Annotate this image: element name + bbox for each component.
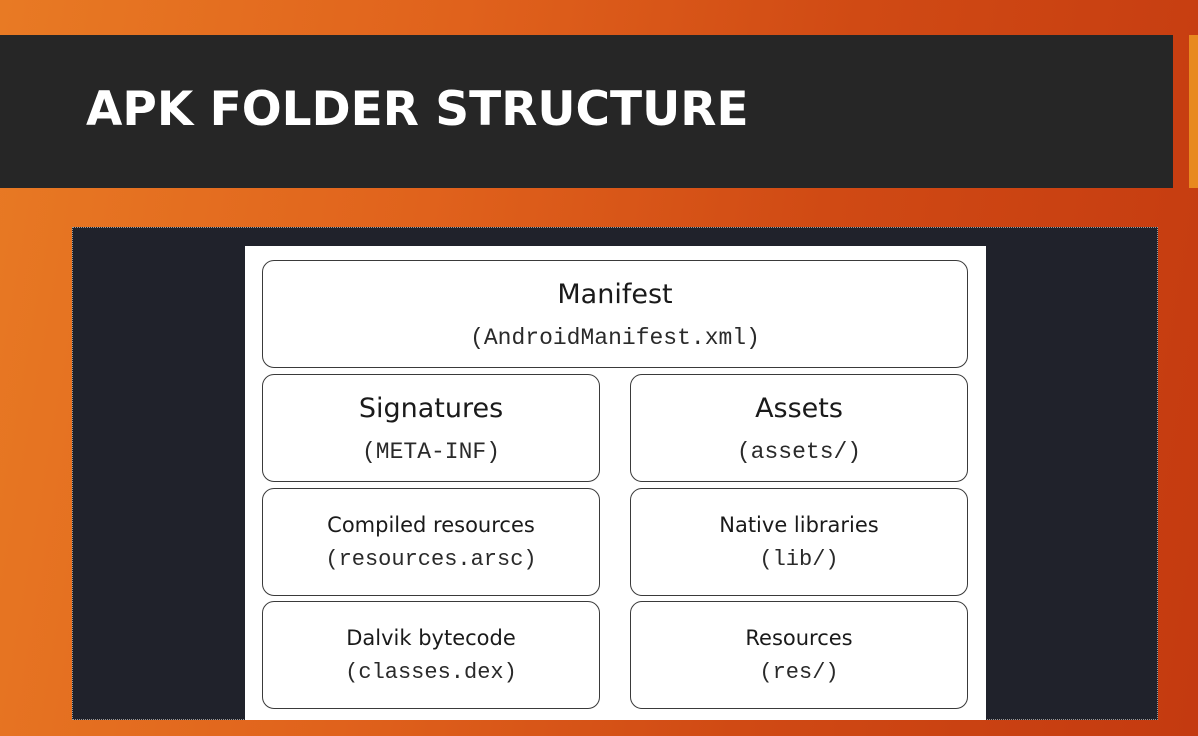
assets-path: (assets/) bbox=[736, 439, 862, 465]
assets-label: Assets bbox=[755, 393, 843, 424]
signatures-label: Signatures bbox=[358, 393, 504, 424]
signatures-path: (META-INF) bbox=[361, 439, 501, 465]
native-libraries-path: (lib/) bbox=[759, 547, 839, 572]
manifest-label: Manifest bbox=[557, 279, 673, 310]
compiled-resources-box: Compiled resources (resources.arsc) bbox=[262, 488, 600, 596]
signatures-box: Signatures (META-INF) bbox=[262, 374, 600, 482]
dalvik-bytecode-label: Dalvik bytecode bbox=[346, 626, 516, 650]
dalvik-bytecode-path: (classes.dex) bbox=[345, 660, 517, 685]
title-accent-strip bbox=[1189, 35, 1198, 188]
compiled-resources-label: Compiled resources bbox=[327, 513, 535, 537]
slide-title: APK FOLDER STRUCTURE bbox=[86, 82, 749, 137]
native-libraries-box: Native libraries (lib/) bbox=[630, 488, 968, 596]
manifest-box: Manifest (AndroidManifest.xml) bbox=[262, 260, 968, 368]
compiled-resources-path: (resources.arsc) bbox=[325, 547, 537, 572]
resources-label: Resources bbox=[745, 626, 853, 650]
assets-box: Assets (assets/) bbox=[630, 374, 968, 482]
resources-box: Resources (res/) bbox=[630, 601, 968, 709]
apk-structure-diagram: Manifest (AndroidManifest.xml) Signature… bbox=[245, 246, 986, 720]
resources-path: (res/) bbox=[759, 660, 839, 685]
manifest-path: (AndroidManifest.xml) bbox=[470, 325, 760, 351]
native-libraries-label: Native libraries bbox=[719, 513, 879, 537]
dalvik-bytecode-box: Dalvik bytecode (classes.dex) bbox=[262, 601, 600, 709]
title-bar bbox=[0, 35, 1173, 188]
